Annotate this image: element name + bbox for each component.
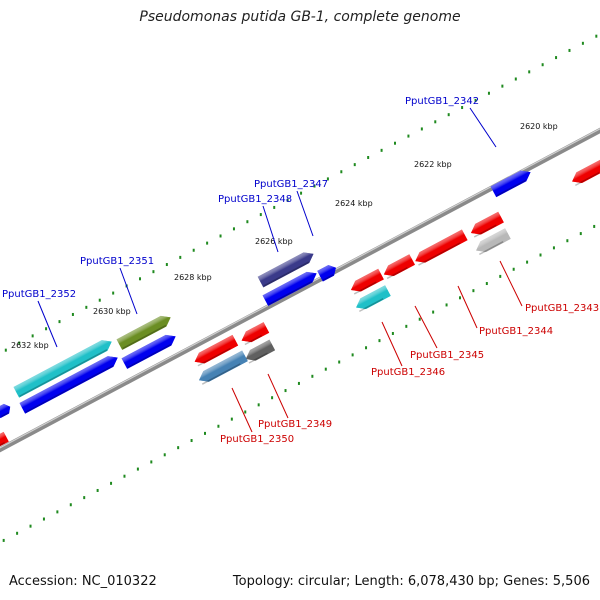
scale-tick-label: 2632 kbp	[11, 341, 49, 350]
gene-leader-line	[499, 260, 523, 307]
gene-arrow	[350, 268, 384, 295]
gene-label: PputGB1_2342	[405, 96, 479, 107]
gene-arrow	[383, 254, 415, 280]
gene-label: PputGB1_2344	[479, 326, 553, 337]
scale-tick-label: 2620 kbp	[520, 122, 558, 131]
gene-arrow	[262, 271, 317, 306]
accession-label: Accession: NC_010322	[9, 574, 157, 589]
gene-label: PputGB1_2350	[220, 434, 294, 445]
gene-arrow	[572, 159, 600, 187]
gene-arrow	[121, 334, 176, 369]
gene-label: PputGB1_2345	[410, 350, 484, 361]
gene-arrow	[0, 431, 9, 448]
gene-leader-line	[381, 321, 403, 367]
gene-leader-line	[119, 267, 138, 315]
gene-arrow	[19, 356, 118, 414]
gene-arrow	[490, 170, 531, 198]
gene-leader-line	[414, 305, 438, 349]
map-title: Pseudomonas putida GB-1, complete genome	[139, 9, 461, 25]
gene-arrow	[476, 228, 511, 256]
scale-tick-label: 2622 kbp	[414, 160, 452, 169]
gene-arrow	[257, 252, 314, 288]
gene-arrow	[241, 322, 270, 346]
gene-arrow	[356, 285, 391, 313]
gene-arrow	[199, 350, 248, 385]
gene-arrow	[245, 339, 276, 364]
gene-label: PputGB1_2349	[258, 419, 332, 430]
gene-arrow	[0, 403, 11, 419]
gene-label: PputGB1_2351	[80, 256, 154, 267]
scale-tick-label: 2624 kbp	[335, 199, 373, 208]
gene-label: PputGB1_2352	[2, 289, 76, 300]
gene-arrow	[470, 211, 504, 238]
gene-arrow	[194, 334, 239, 367]
scale-tick-label: 2628 kbp	[174, 273, 212, 282]
gene-leader-line	[296, 190, 314, 237]
gene-label: PputGB1_2348	[218, 194, 292, 205]
gene-leader-line	[37, 300, 58, 348]
gene-leader-line	[457, 285, 478, 329]
gene-label: PputGB1_2343	[525, 303, 599, 314]
gene-arrow	[13, 340, 112, 398]
topology-label: Topology: circular; Length: 6,078,430 bp…	[232, 574, 590, 589]
gene-leader-line	[267, 373, 289, 419]
gene-leader-line	[262, 205, 279, 253]
scale-tick-label: 2626 kbp	[255, 237, 293, 246]
gene-arrow	[415, 229, 468, 266]
gene-leader-line	[231, 387, 253, 433]
gene-arrow	[317, 265, 336, 282]
gene-label: PputGB1_2346	[371, 367, 445, 378]
gene-leader-line	[469, 107, 497, 148]
backbone-line	[0, 127, 600, 453]
gene-label: PputGB1_2347	[254, 179, 328, 190]
scale-tick-label: 2630 kbp	[93, 307, 131, 316]
gene-arrow	[116, 315, 171, 350]
